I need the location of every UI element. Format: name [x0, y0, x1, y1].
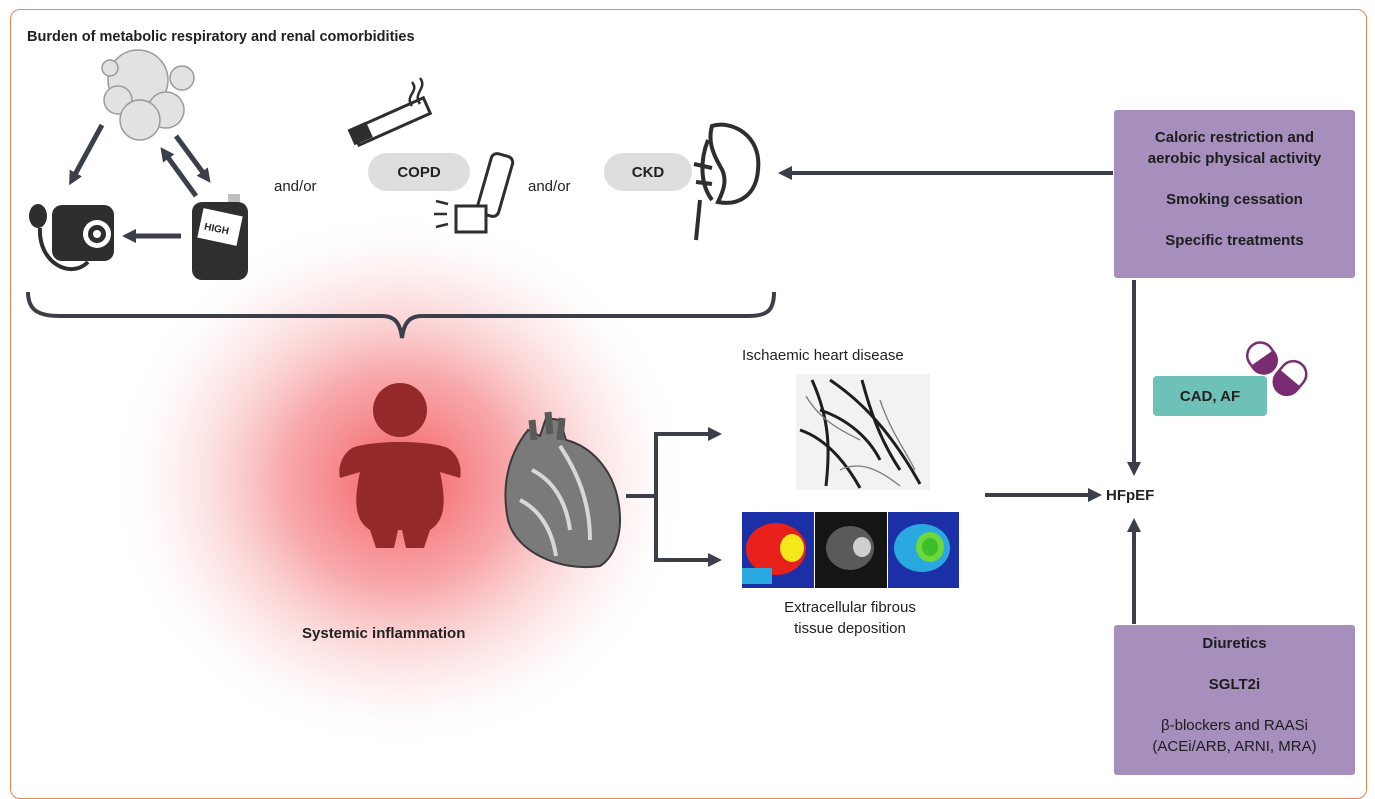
- kidney-icon: [693, 122, 761, 241]
- lifestyle-line-1: Caloric restriction and: [1154, 129, 1315, 146]
- comorbidities-brace: [26, 291, 776, 339]
- inhaler-icon: [434, 152, 515, 234]
- hfpef-label: HFpEF: [1106, 487, 1155, 504]
- arrow-to-fibrous: [654, 496, 722, 567]
- copd-pill: COPD: [368, 153, 470, 191]
- connector-and-or-1: and/or: [274, 178, 317, 195]
- fibrous-label: Extracellular fibrous tissue deposition: [750, 597, 950, 639]
- blood-pressure-icon: [29, 204, 114, 272]
- therapy-line-4: (ACEi/ARB, ARNI, MRA): [1152, 738, 1317, 755]
- mri-images: [742, 512, 959, 588]
- ckd-pill: CKD: [604, 153, 692, 191]
- arrow-fat-to-glucose: [173, 134, 211, 183]
- cad-af-box: CAD, AF: [1153, 376, 1267, 416]
- connector-and-or-2: and/or: [528, 178, 571, 195]
- therapy-line-2: SGLT2i: [1208, 676, 1261, 693]
- arrow-glucose-to-fat: [160, 147, 199, 198]
- therapy-box: Diuretics SGLT2i β-blockers and RAASi (A…: [1114, 625, 1355, 775]
- systemic-inflammation-label: Systemic inflammation: [302, 625, 466, 642]
- ischaemic-label: Ischaemic heart disease: [742, 347, 904, 364]
- glucometer-icon: [192, 194, 248, 280]
- diagram-title: Burden of metabolic respiratory and rena…: [27, 29, 415, 45]
- lifestyle-line-4: Specific treatments: [1165, 232, 1304, 249]
- capsule-icon: [1246, 341, 1308, 397]
- arrow-to-ischaemic: [654, 427, 722, 496]
- cigarette-icon: [347, 77, 433, 148]
- therapy-line-3: β-blockers and RAASi: [1160, 717, 1309, 734]
- arrow-fat-to-bp: [69, 123, 105, 186]
- fibrous-label-line-1: Extracellular fibrous: [784, 599, 916, 616]
- lifestyle-line-3: Smoking cessation: [1166, 191, 1303, 208]
- person-icon: [339, 383, 461, 548]
- heart-icon: [504, 411, 621, 568]
- angiogram-image: [796, 374, 930, 490]
- therapy-line-1: Diuretics: [1202, 635, 1267, 652]
- fibrous-label-line-2: tissue deposition: [794, 620, 906, 637]
- fat-cells-icon: [101, 49, 195, 141]
- lifestyle-line-2: aerobic physical activity: [1147, 150, 1322, 167]
- lifestyle-box: Caloric restriction and aerobic physical…: [1114, 110, 1355, 278]
